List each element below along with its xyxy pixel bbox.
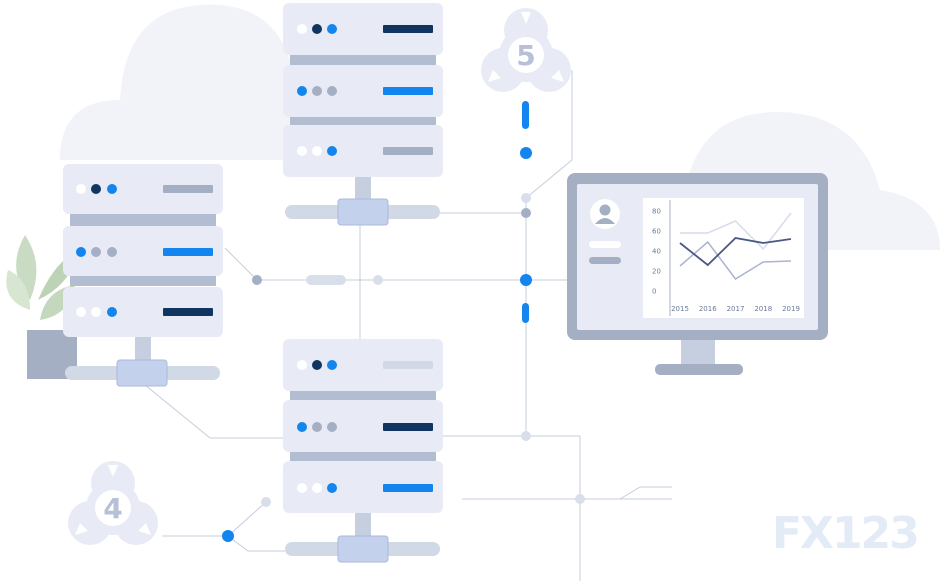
- node: [520, 147, 532, 159]
- node: [521, 431, 531, 441]
- node: [261, 497, 271, 507]
- connector-nodes: [222, 101, 585, 542]
- x-tick-label: 2019: [782, 305, 800, 313]
- badge-4-number: 4: [103, 492, 122, 525]
- server-stack-left: [63, 164, 223, 387]
- node: [222, 530, 234, 542]
- x-tick-label: 2017: [727, 305, 745, 313]
- monitor: 0 20 40 60 80 2015 2016 2017 2018 2019: [567, 173, 828, 375]
- y-tick-label: 80: [652, 208, 661, 216]
- y-tick-label: 20: [652, 268, 661, 276]
- line-chart: 0 20 40 60 80 2015 2016 2017 2018 2019: [652, 208, 800, 314]
- chart-panel: [643, 198, 804, 318]
- x-tick-label: 2016: [699, 305, 717, 313]
- y-tick-label: 60: [652, 228, 661, 236]
- badge-5-number: 5: [516, 39, 535, 72]
- node: [521, 193, 531, 203]
- step-badge-5: 5: [481, 8, 571, 92]
- connector-pill: [306, 275, 346, 285]
- watermark: FX123: [772, 508, 918, 559]
- node: [575, 494, 585, 504]
- y-tick-label: 0: [652, 288, 656, 296]
- profile-detail-placeholder: [589, 257, 621, 264]
- server-stack-top: [283, 3, 443, 226]
- node: [252, 275, 262, 285]
- series-line-1: [679, 237, 792, 267]
- step-badge-4: 4: [68, 461, 158, 545]
- x-tick-label: 2018: [754, 305, 772, 313]
- x-tick-label: 2015: [671, 305, 689, 313]
- series-line-2: [679, 240, 792, 280]
- server-stack-bottom: [283, 339, 443, 563]
- y-tick-label: 40: [652, 248, 661, 256]
- profile-name-placeholder: [589, 241, 621, 248]
- series-line-3: [680, 212, 792, 251]
- connector-dash: [522, 101, 529, 129]
- node: [521, 208, 531, 218]
- connector-dash: [522, 303, 529, 323]
- node: [373, 275, 383, 285]
- node: [520, 274, 532, 286]
